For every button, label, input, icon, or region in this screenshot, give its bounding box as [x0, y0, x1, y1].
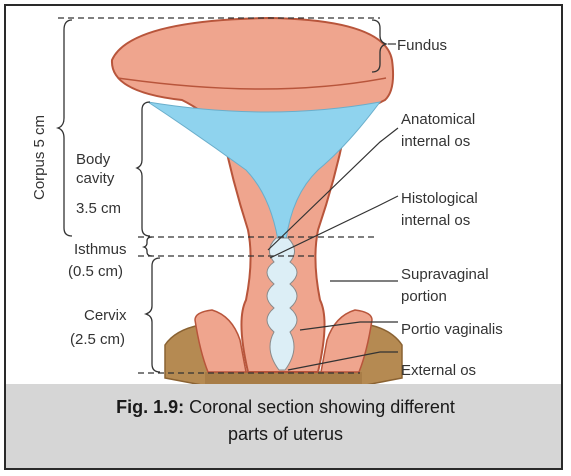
body-cavity-bracket	[137, 102, 150, 236]
label-corpus: Corpus 5 cm	[31, 115, 48, 200]
caption-text-1: Coronal section showing different	[184, 397, 455, 417]
label-isthmus-1: Isthmus	[74, 241, 127, 258]
label-body-cavity-1: Body	[76, 151, 111, 168]
label-anatomical-2: internal os	[401, 133, 470, 150]
label-fundus: Fundus	[397, 37, 447, 54]
label-external-os: External os	[401, 362, 476, 379]
label-histological-2: internal os	[401, 212, 470, 229]
isthmus-bracket	[144, 237, 152, 256]
figure-caption: Fig. 1.9: Coronal section showing differ…	[0, 394, 571, 448]
label-portio: Portio vaginalis	[401, 321, 503, 338]
label-body-cavity-2: cavity	[76, 170, 115, 187]
cervix-bracket	[146, 258, 160, 372]
label-anatomical-1: Anatomical	[401, 111, 475, 128]
corpus-bracket	[58, 20, 72, 236]
label-supravaginal-2: portion	[401, 288, 447, 305]
label-isthmus-2: (0.5 cm)	[68, 263, 123, 280]
label-supravaginal-1: Supravaginal	[401, 266, 489, 283]
label-cervix-2: (2.5 cm)	[70, 331, 125, 348]
label-body-cavity-3: 3.5 cm	[76, 200, 121, 217]
label-histological-1: Histological	[401, 190, 478, 207]
figure-number: Fig. 1.9:	[116, 397, 184, 417]
label-cervix-1: Cervix	[84, 307, 127, 324]
caption-text-2: parts of uterus	[228, 424, 343, 444]
